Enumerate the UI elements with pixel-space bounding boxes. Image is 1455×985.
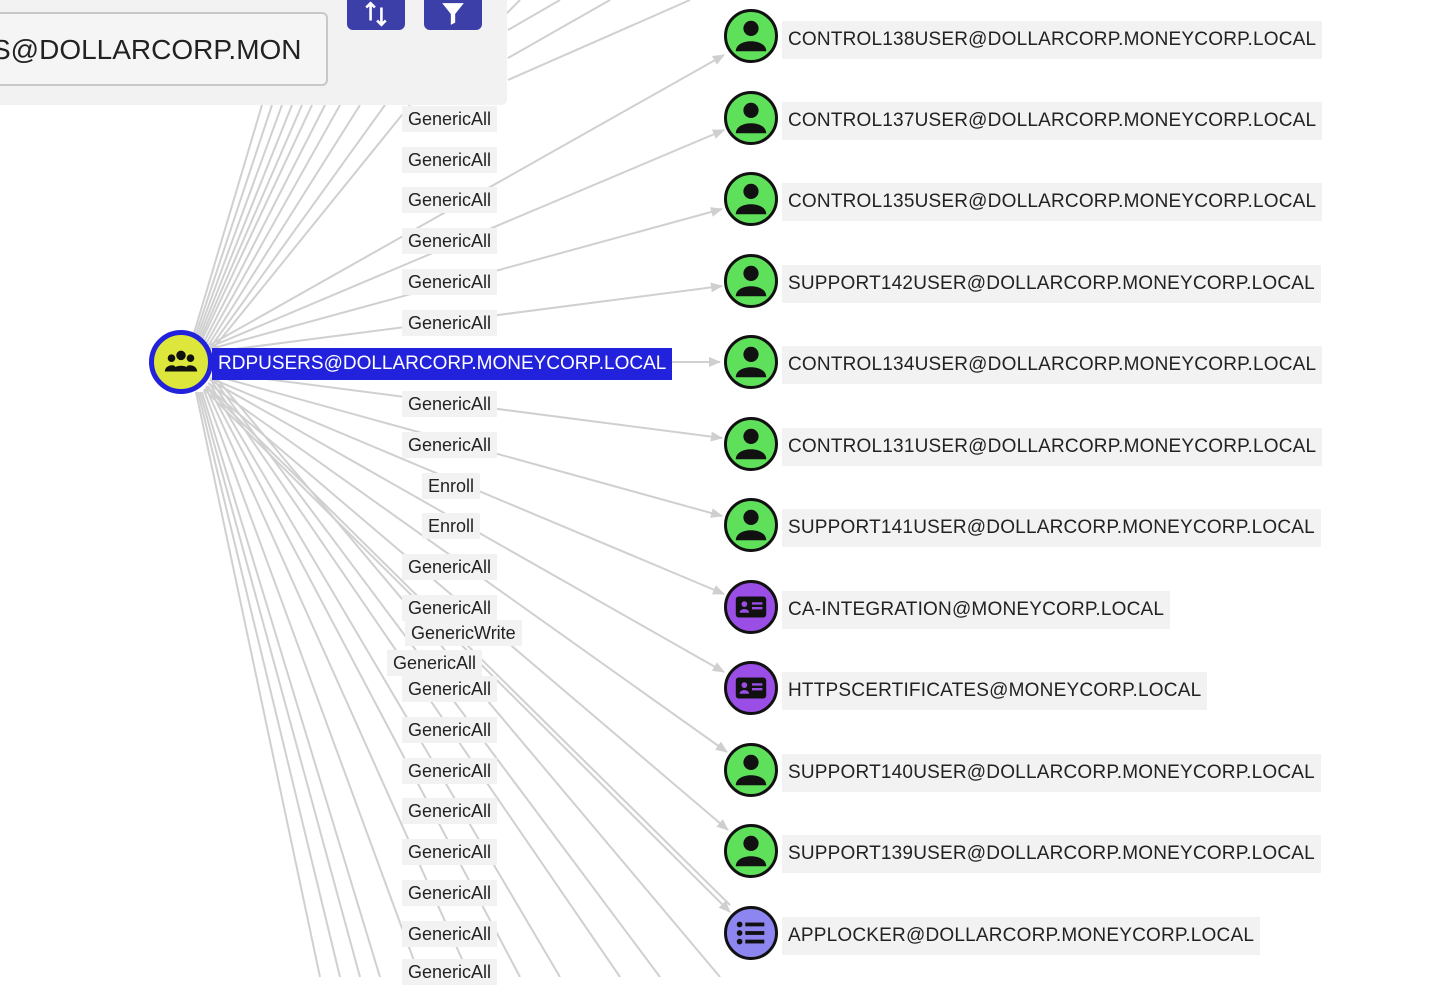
edge-label[interactable]: GenericAll (402, 310, 498, 336)
edge-label[interactable]: GenericAll (402, 147, 498, 173)
user-icon[interactable] (724, 9, 778, 63)
user-icon[interactable] (724, 91, 778, 145)
node-label[interactable]: CONTROL134USER@DOLLARCORP.MONEYCORP.LOCA… (782, 346, 1323, 384)
node-label[interactable]: SUPPORT142USER@DOLLARCORP.MONEYCORP.LOCA… (782, 265, 1321, 303)
ou-list-icon[interactable] (724, 906, 778, 960)
edge-label[interactable]: GenericWrite (405, 620, 522, 646)
node-label[interactable]: SUPPORT140USER@DOLLARCORP.MONEYCORP.LOCA… (782, 754, 1321, 792)
edge-label[interactable]: GenericAll (402, 880, 498, 906)
search-input[interactable]: S@DOLLARCORP.MON (0, 12, 328, 86)
node-label[interactable]: CONTROL135USER@DOLLARCORP.MONEYCORP.LOCA… (782, 183, 1323, 221)
edge-label[interactable]: GenericAll (402, 228, 498, 254)
sort-arrows-icon (365, 1, 387, 27)
user-icon[interactable] (724, 498, 778, 552)
node-label[interactable]: CONTROL137USER@DOLLARCORP.MONEYCORP.LOCA… (782, 102, 1323, 140)
user-icon[interactable] (724, 743, 778, 797)
filter-icon (442, 3, 464, 25)
node-label[interactable]: HTTPSCERTIFICATES@MONEYCORP.LOCAL (782, 672, 1208, 710)
certificate-template-icon[interactable] (724, 580, 778, 634)
edge-label[interactable]: GenericAll (402, 676, 498, 702)
edge-label[interactable]: GenericAll (402, 798, 498, 824)
node-label[interactable]: SUPPORT139USER@DOLLARCORP.MONEYCORP.LOCA… (782, 835, 1321, 873)
user-icon[interactable] (724, 335, 778, 389)
edge-label[interactable]: Enroll (422, 473, 481, 499)
search-panel: S@DOLLARCORP.MON (0, 0, 507, 105)
filter-button[interactable] (424, 0, 482, 30)
edge-label[interactable]: Enroll (422, 513, 481, 539)
certificate-template-icon[interactable] (724, 661, 778, 715)
user-icon[interactable] (724, 254, 778, 308)
user-icon[interactable] (724, 172, 778, 226)
node-label[interactable]: CONTROL138USER@DOLLARCORP.MONEYCORP.LOCA… (782, 21, 1323, 59)
user-icon[interactable] (724, 824, 778, 878)
edge-label[interactable]: GenericAll (402, 187, 498, 213)
source-group-label[interactable]: RDPUSERS@DOLLARCORP.MONEYCORP.LOCAL (212, 348, 673, 380)
pathfinding-button[interactable] (347, 0, 405, 30)
edge-label[interactable]: GenericAll (402, 432, 498, 458)
node-label[interactable]: SUPPORT141USER@DOLLARCORP.MONEYCORP.LOCA… (782, 509, 1321, 547)
edge-label[interactable]: GenericAll (402, 717, 498, 743)
node-label[interactable]: APPLOCKER@DOLLARCORP.MONEYCORP.LOCAL (782, 917, 1261, 955)
edge-label[interactable]: GenericAll (402, 391, 498, 417)
edge-label[interactable]: GenericAll (387, 650, 483, 676)
node-label[interactable]: CONTROL131USER@DOLLARCORP.MONEYCORP.LOCA… (782, 428, 1323, 466)
edge-label[interactable]: GenericAll (402, 595, 498, 621)
node-label[interactable]: CA-INTEGRATION@MONEYCORP.LOCAL (782, 591, 1171, 629)
user-icon[interactable] (724, 417, 778, 471)
edge-label[interactable]: GenericAll (402, 269, 498, 295)
group-icon[interactable] (149, 330, 213, 394)
edge-label[interactable]: GenericAll (402, 758, 498, 784)
edge-label[interactable]: GenericAll (402, 554, 498, 580)
edge-label[interactable]: GenericAll (402, 959, 498, 985)
edge-label[interactable]: GenericAll (402, 921, 498, 947)
edge-label[interactable]: GenericAll (402, 106, 498, 132)
edge-label[interactable]: GenericAll (402, 839, 498, 865)
